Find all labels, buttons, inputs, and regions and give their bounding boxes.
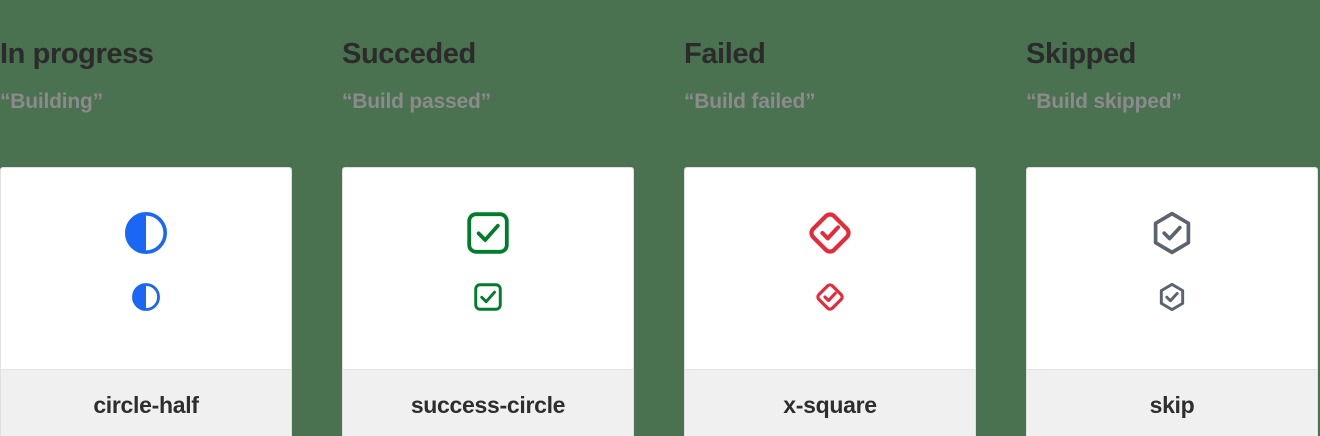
icon-card-footer: x-square	[685, 369, 975, 436]
column-subheading: “Build failed”	[684, 90, 816, 113]
icon-card[interactable]: x-square	[684, 167, 976, 436]
icon-name-label: skip	[1149, 392, 1195, 418]
column-heading: In progress	[0, 38, 154, 70]
circle-half-icon	[132, 283, 160, 311]
icon-card-body	[685, 168, 975, 369]
x-square-icon	[816, 283, 844, 311]
icon-card-body	[343, 168, 633, 369]
circle-half-icon	[124, 211, 168, 255]
column-subheading: “Build passed”	[342, 90, 491, 113]
skip-icon	[1153, 211, 1191, 255]
icon-name-label: success-circle	[410, 392, 566, 418]
success-circle-icon	[474, 283, 502, 311]
status-column-failed: Failed “Build failed” x-square	[684, 0, 976, 436]
status-column-skipped: Skipped “Build skipped” skip	[1026, 0, 1318, 436]
column-subheading: “Building”	[0, 90, 103, 113]
success-circle-icon	[467, 212, 509, 254]
x-square-icon	[809, 212, 851, 254]
column-heading: Failed	[684, 38, 766, 70]
column-subheading: “Build skipped”	[1026, 90, 1182, 113]
icon-card-footer: skip	[1027, 369, 1317, 436]
icon-card-footer: circle-half	[1, 369, 291, 436]
icon-card-body	[1027, 168, 1317, 369]
status-column-in-progress: In progress “Building” circle-half	[0, 0, 292, 436]
column-heading: Skipped	[1026, 38, 1136, 70]
icon-card-body	[1, 168, 291, 369]
icon-name-label: circle-half	[93, 392, 199, 418]
icon-card[interactable]: skip	[1026, 167, 1318, 436]
column-heading: Succeded	[342, 38, 476, 70]
icon-card[interactable]: circle-half	[0, 167, 292, 436]
icon-card-footer: success-circle	[343, 369, 633, 436]
status-column-succeded: Succeded “Build passed” success-circle	[342, 0, 634, 436]
icon-name-label: x-square	[783, 392, 877, 418]
icon-card[interactable]: success-circle	[342, 167, 634, 436]
skip-icon	[1159, 282, 1185, 312]
